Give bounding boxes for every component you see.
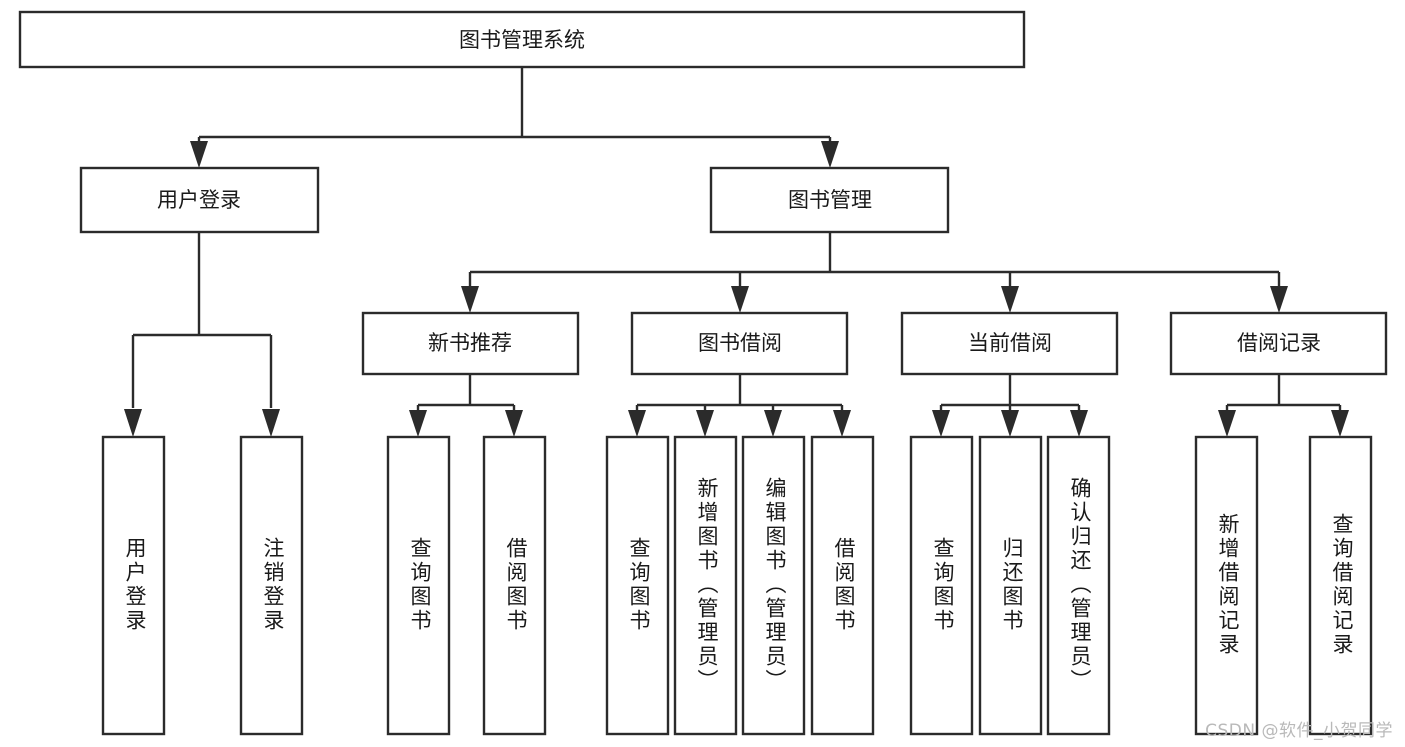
arrow-head-leaf-user-login — [124, 409, 142, 437]
node-leaf-query-book-1-box[interactable] — [386, 435, 451, 736]
arrow-head-leaf-add-book — [696, 410, 714, 437]
node-leaf-query-book-2[interactable]: 查询图书 — [605, 435, 670, 736]
node-leaf-query-book-3[interactable]: 查询图书 — [909, 435, 974, 736]
node-user-login-label: 用户登录 — [157, 188, 241, 212]
node-leaf-return-book-box[interactable] — [978, 435, 1043, 736]
arrow-head-leaf-borrow-book-2 — [833, 410, 851, 437]
node-leaf-user-logout[interactable]: 注销登录 — [239, 435, 304, 736]
node-leaf-query-book-3-box[interactable] — [909, 435, 974, 736]
arrow-head-leaf-borrow-book-1 — [505, 410, 523, 437]
node-book-borrow-label: 图书借阅 — [698, 331, 782, 355]
arrow-head-leaf-query-record — [1331, 410, 1349, 437]
node-root-box[interactable] — [18, 10, 1026, 69]
node-leaf-edit-book[interactable]: 编辑图书（管理员） — [741, 435, 806, 736]
arrow-head-leaf-query-book-1 — [409, 410, 427, 437]
node-book-borrow[interactable]: 图书借阅 — [630, 311, 849, 376]
node-leaf-borrow-book-1-label: 借阅图书 — [504, 537, 528, 633]
arrow-head-leaf-confirm-return — [1070, 410, 1088, 437]
node-leaf-query-record-label: 查询借阅记录 — [1330, 513, 1354, 657]
node-leaf-borrow-book-1-box[interactable] — [482, 435, 547, 736]
node-leaf-add-book[interactable]: 新增图书（管理员） — [673, 435, 738, 736]
connector-layer — [124, 67, 1349, 437]
node-leaf-user-login-box[interactable] — [101, 435, 166, 736]
node-leaf-user-logout-label: 注销登录 — [261, 537, 285, 633]
node-leaf-add-record-box[interactable] — [1194, 435, 1259, 736]
node-borrow-record[interactable]: 借阅记录 — [1169, 311, 1388, 376]
node-leaf-query-record-box[interactable] — [1308, 435, 1373, 736]
node-leaf-borrow-book-2-box[interactable] — [810, 435, 875, 736]
arrow-head-leaf-user-logout — [262, 409, 280, 437]
node-root[interactable]: 图书管理系统 — [18, 10, 1026, 69]
arrow-head-book-borrow — [731, 286, 749, 313]
arrow-head-new-book-recommend — [461, 286, 479, 313]
node-current-borrow-box[interactable] — [900, 311, 1119, 376]
node-user-login[interactable]: 用户登录 — [79, 166, 320, 234]
node-leaf-query-book-3-label: 查询图书 — [931, 537, 955, 633]
arrow-head-user-login — [190, 141, 208, 168]
node-leaf-confirm-return-box[interactable] — [1046, 435, 1111, 736]
arrow-head-leaf-edit-book — [764, 410, 782, 437]
node-leaf-add-record-label: 新增借阅记录 — [1216, 513, 1240, 657]
node-borrow-record-box[interactable] — [1169, 311, 1388, 376]
node-leaf-query-book-1-label: 查询图书 — [408, 537, 432, 633]
node-leaf-borrow-book-1[interactable]: 借阅图书 — [482, 435, 547, 736]
node-user-login-box[interactable] — [79, 166, 320, 234]
node-book-management-box[interactable] — [709, 166, 950, 234]
arrow-head-leaf-query-book-2 — [628, 410, 646, 437]
node-leaf-query-book-2-box[interactable] — [605, 435, 670, 736]
node-leaf-query-record[interactable]: 查询借阅记录 — [1308, 435, 1373, 736]
node-new-book-recommend-box[interactable] — [361, 311, 580, 376]
node-new-book-recommend-label: 新书推荐 — [428, 331, 512, 355]
node-book-borrow-box[interactable] — [630, 311, 849, 376]
node-leaf-user-login-label: 用户登录 — [123, 537, 147, 633]
node-current-borrow-label: 当前借阅 — [968, 331, 1052, 355]
node-leaf-confirm-return[interactable]: 确认归还（管理员） — [1046, 435, 1111, 736]
node-leaf-add-record[interactable]: 新增借阅记录 — [1194, 435, 1259, 736]
node-leaf-return-book-label: 归还图书 — [1000, 537, 1024, 633]
arrow-head-borrow-record — [1270, 286, 1288, 313]
node-book-management-label: 图书管理 — [788, 188, 872, 212]
arrow-head-current-borrow — [1001, 286, 1019, 313]
arrow-head-leaf-query-book-3 — [932, 410, 950, 437]
arrow-head-leaf-return-book — [1001, 410, 1019, 437]
node-leaf-user-login[interactable]: 用户登录 — [101, 435, 166, 736]
node-leaf-add-book-box[interactable] — [673, 435, 738, 736]
node-leaf-return-book[interactable]: 归还图书 — [978, 435, 1043, 736]
node-borrow-record-label: 借阅记录 — [1237, 331, 1321, 355]
node-leaf-confirm-return-label: 确认归还（管理员） — [1068, 477, 1092, 693]
node-leaf-borrow-book-2[interactable]: 借阅图书 — [810, 435, 875, 736]
arrow-head-book-management — [821, 141, 839, 168]
node-leaf-query-book-2-label: 查询图书 — [627, 537, 651, 633]
node-book-management[interactable]: 图书管理 — [709, 166, 950, 234]
node-current-borrow[interactable]: 当前借阅 — [900, 311, 1119, 376]
node-root-label: 图书管理系统 — [459, 28, 585, 52]
node-leaf-borrow-book-2-label: 借阅图书 — [832, 537, 856, 633]
node-leaf-edit-book-label: 编辑图书（管理员） — [763, 477, 787, 693]
node-leaf-edit-book-box[interactable] — [741, 435, 806, 736]
node-new-book-recommend[interactable]: 新书推荐 — [361, 311, 580, 376]
node-leaf-user-logout-box[interactable] — [239, 435, 304, 736]
arrow-head-leaf-add-record — [1218, 410, 1236, 437]
node-leaf-query-book-1[interactable]: 查询图书 — [386, 435, 451, 736]
node-leaf-add-book-label: 新增图书（管理员） — [695, 477, 719, 693]
